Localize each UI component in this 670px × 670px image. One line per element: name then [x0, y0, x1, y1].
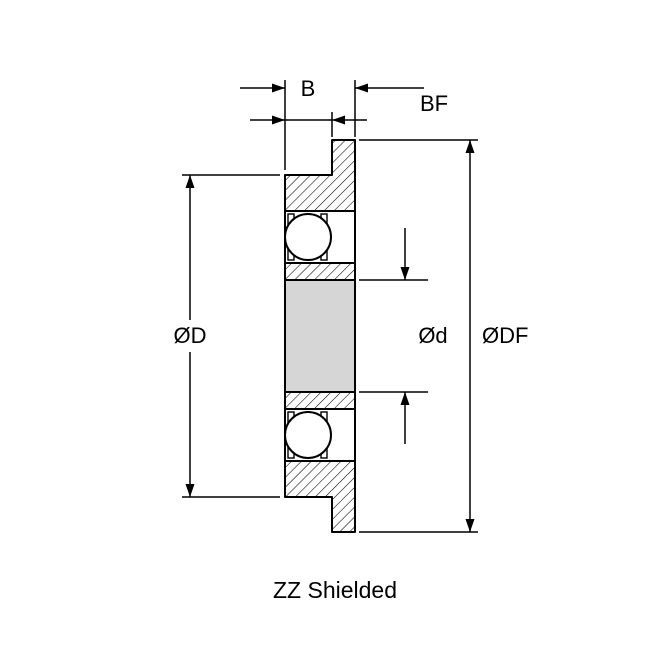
- arrowhead: [465, 519, 475, 532]
- arrowhead: [185, 484, 195, 497]
- arrowhead: [400, 392, 410, 405]
- ball-top: [284, 213, 332, 261]
- dim-flange-diameter: ØDF: [359, 139, 528, 533]
- bore-area: [284, 279, 356, 393]
- ball-bottom: [284, 411, 332, 459]
- dim-label-flange-width: BF: [420, 91, 448, 116]
- dim-label-flange-diameter: ØDF: [482, 323, 528, 348]
- arrowhead: [272, 115, 285, 125]
- arrowhead: [465, 140, 475, 153]
- dim-body-width: B: [250, 76, 367, 170]
- dim-outer-diameter: ØD: [174, 174, 280, 498]
- dim-bore-diameter: Ød: [359, 228, 448, 444]
- caption-text: ZZ Shielded: [273, 577, 397, 603]
- inner-ring-bottom-section: [285, 392, 355, 409]
- arrowhead: [400, 267, 410, 280]
- arrowhead: [272, 83, 285, 93]
- dim-flange-width: BF: [240, 80, 448, 137]
- ring-boundary-lines: [285, 210, 355, 462]
- dim-label-outer-diameter: ØD: [174, 323, 207, 348]
- arrowhead: [355, 83, 368, 93]
- bearing-outline: [284, 139, 356, 533]
- inner-ring-top-section: [285, 263, 355, 280]
- arrowhead: [332, 115, 345, 125]
- dim-label-bore-diameter: Ød: [418, 323, 447, 348]
- arrowhead: [185, 175, 195, 188]
- dim-label-body-width: B: [301, 76, 316, 101]
